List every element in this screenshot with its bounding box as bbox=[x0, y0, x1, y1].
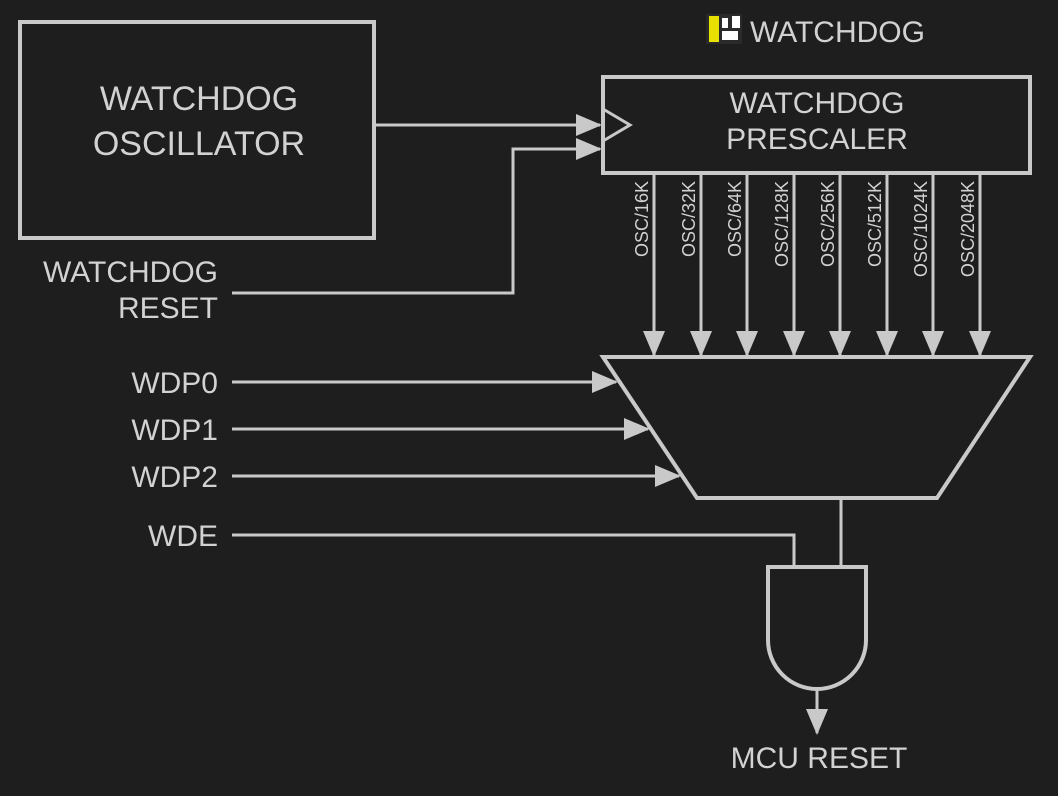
wde-wire bbox=[232, 533, 796, 567]
clock-input-triangle bbox=[602, 107, 633, 143]
tap-label: OSC/128K bbox=[772, 181, 792, 267]
reset-label-line1: WATCHDOG bbox=[43, 256, 218, 289]
header-title: WATCHDOG bbox=[750, 16, 925, 49]
prescaler-taps: OSC/16K OSC/32K OSC/64K OSC/128K OSC/256K OSC… bbox=[632, 173, 991, 357]
prescaler-label-line2: PRESCALER bbox=[726, 123, 908, 156]
prescaler-box bbox=[601, 75, 1032, 175]
prescaler-block: WATCHDOG PRESCALER bbox=[601, 75, 1032, 175]
select-input-label: WDP2 bbox=[131, 461, 218, 494]
select-input-label: WDP0 bbox=[131, 367, 218, 400]
reset-wire bbox=[232, 138, 602, 295]
tap-label: OSC/2048K bbox=[958, 181, 978, 277]
tap-label: OSC/16K bbox=[632, 181, 652, 257]
oscillator-box bbox=[18, 20, 376, 240]
wde-label: WDE bbox=[148, 520, 218, 553]
mcu-reset-label: MCU RESET bbox=[731, 742, 908, 775]
multiplexer bbox=[599, 355, 1034, 500]
tap-label: OSC/64K bbox=[725, 181, 745, 257]
tap-label: OSC/512K bbox=[865, 181, 885, 267]
tap-label: OSC/1024K bbox=[911, 181, 931, 277]
microcontroller-logo-icon bbox=[706, 14, 742, 44]
watchdog-reset-input: WATCHDOG RESET bbox=[43, 138, 602, 325]
header: WATCHDOG bbox=[706, 14, 925, 49]
wde-input: WDE bbox=[148, 520, 796, 567]
oscillator-label-line1: WATCHDOG bbox=[100, 80, 298, 118]
and-gate bbox=[766, 565, 868, 691]
oscillator-block: WATCHDOG OSCILLATOR bbox=[18, 20, 376, 240]
reset-label-line2: RESET bbox=[118, 292, 218, 325]
oscillator-label-line2: OSCILLATOR bbox=[93, 125, 305, 163]
tap-label: OSC/256K bbox=[818, 181, 838, 267]
tap-label: OSC/32K bbox=[679, 181, 699, 257]
select-input-label: WDP1 bbox=[131, 414, 218, 447]
prescaler-label-line1: WATCHDOG bbox=[730, 87, 905, 120]
